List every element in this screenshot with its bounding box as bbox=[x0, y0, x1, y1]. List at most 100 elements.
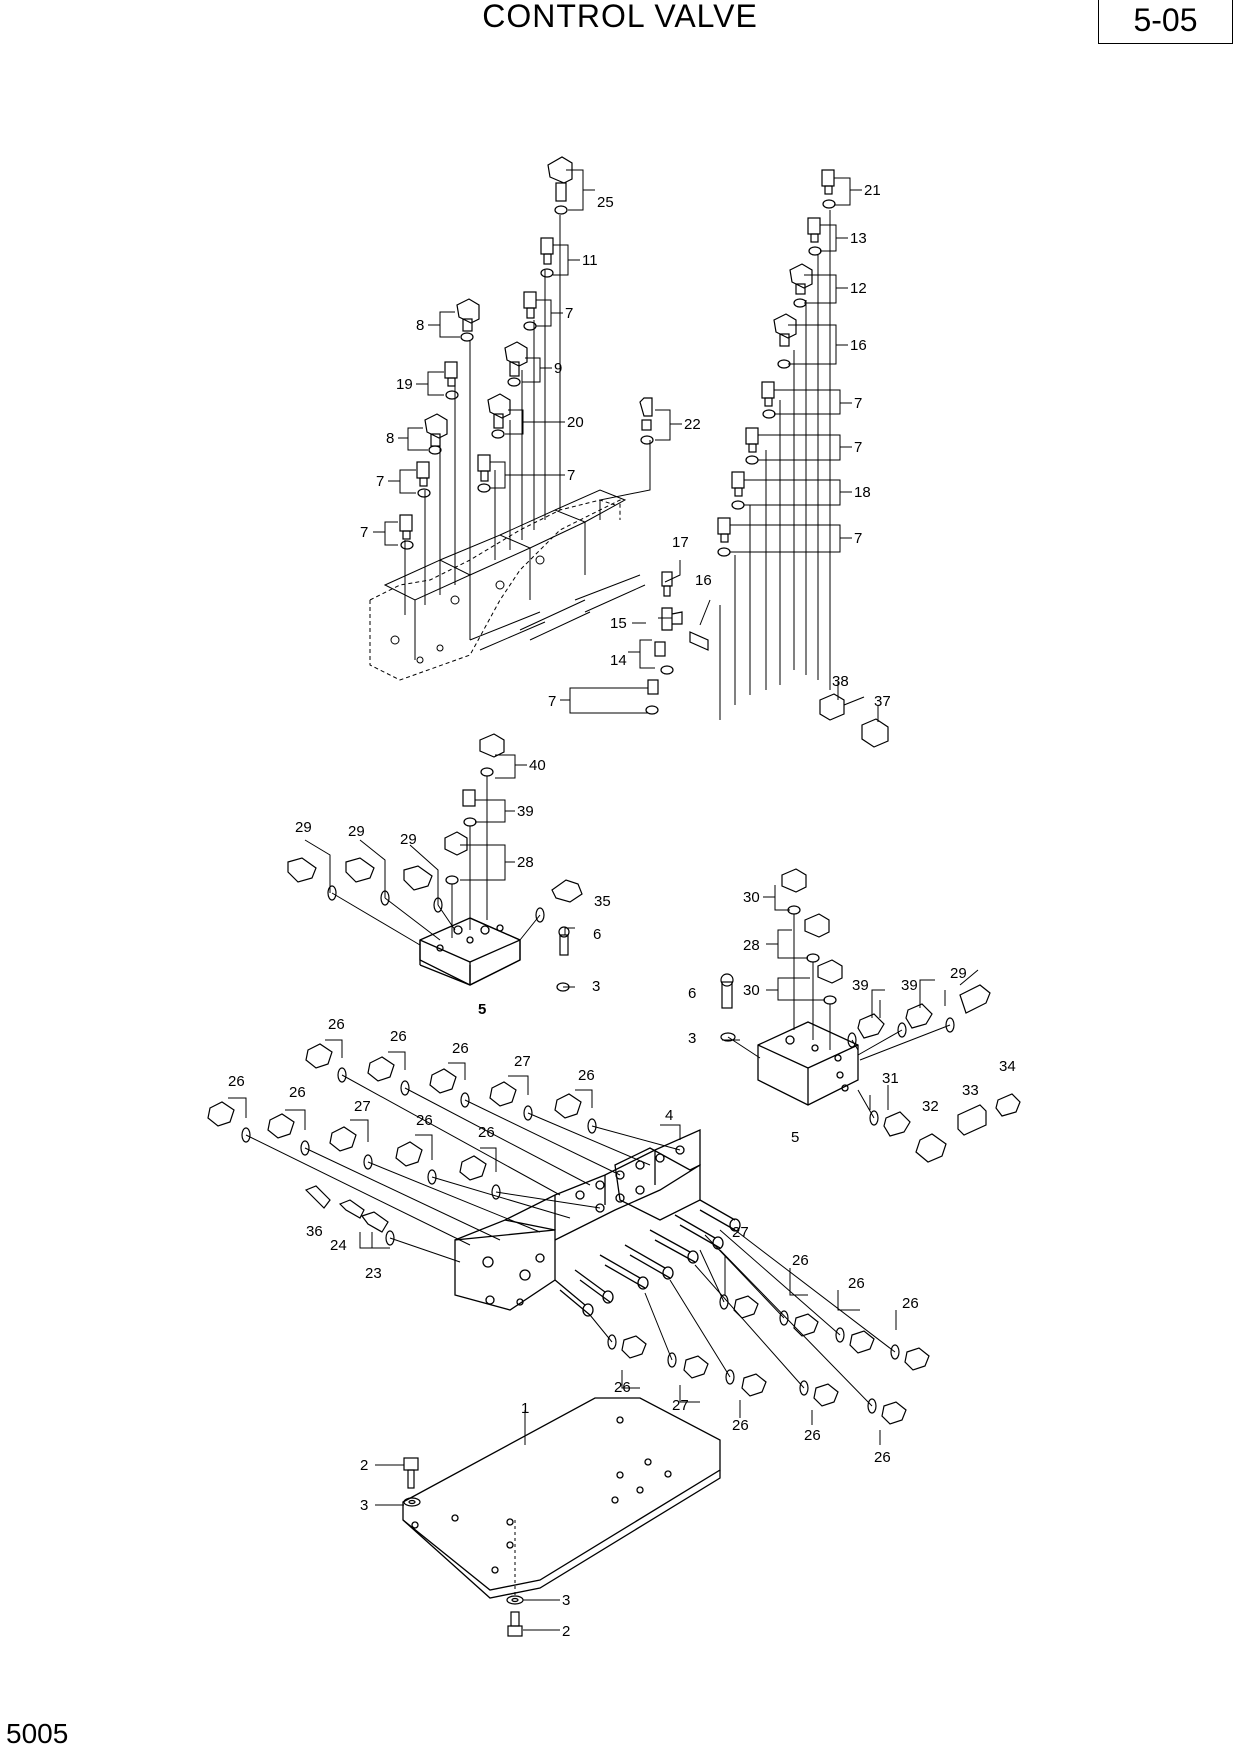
callout-label: 26 bbox=[478, 1124, 495, 1141]
page-number-box: 5-05 bbox=[1098, 0, 1233, 44]
valve-fittings-lower bbox=[607, 1294, 930, 1425]
block-b-fittings bbox=[720, 868, 1021, 1163]
fitting-group-top-right bbox=[717, 169, 836, 557]
page-title: CONTROL VALVE bbox=[482, 0, 758, 34]
callout-brackets-mid bbox=[560, 560, 879, 722]
callout-label: 39 bbox=[901, 977, 918, 994]
callout-label: 16 bbox=[695, 572, 712, 589]
base-plate bbox=[402, 1397, 721, 1599]
callout-label: 32 bbox=[922, 1098, 939, 1115]
callout-label: 6 bbox=[688, 985, 696, 1002]
callout-label: 7 bbox=[360, 524, 368, 541]
main-control-valve bbox=[454, 1128, 741, 1317]
callout-label: 36 bbox=[306, 1223, 323, 1240]
callout-label: 22 bbox=[684, 416, 701, 433]
callout-label: 28 bbox=[743, 937, 760, 954]
callout-label: 26 bbox=[328, 1016, 345, 1033]
callout-label: 39 bbox=[852, 977, 869, 994]
callout-label: 11 bbox=[582, 252, 598, 269]
callout-label: 20 bbox=[567, 414, 584, 431]
valve-fittings-upper bbox=[207, 1043, 597, 1246]
callout-label: 26 bbox=[732, 1417, 749, 1434]
callout-label: 15 bbox=[610, 615, 627, 632]
callout-label: 34 bbox=[999, 1058, 1016, 1075]
drawing-code: 5005 bbox=[6, 1718, 69, 1749]
block-b-leaders bbox=[722, 885, 979, 1119]
callout-label: 26 bbox=[792, 1252, 809, 1269]
callout-label: 31 bbox=[882, 1070, 899, 1087]
callout-label: 38 bbox=[832, 673, 849, 690]
callout-label: 12 bbox=[850, 280, 867, 297]
callout-label: 5 bbox=[791, 1129, 799, 1146]
callout-label: 7 bbox=[376, 473, 384, 490]
valve-leaders-upper bbox=[228, 1039, 681, 1263]
callout-label: 17 bbox=[672, 534, 689, 551]
callout-label: 26 bbox=[228, 1073, 245, 1090]
callout-label: 8 bbox=[416, 317, 424, 334]
callout-label: 9 bbox=[554, 360, 562, 377]
callout-label: 26 bbox=[289, 1084, 306, 1101]
callout-label: 21 bbox=[864, 182, 881, 199]
callout-label: 2 bbox=[360, 1457, 368, 1474]
manifold-block-b bbox=[757, 1021, 859, 1106]
callout-label: 7 bbox=[567, 467, 575, 484]
callout-label: 29 bbox=[400, 831, 417, 848]
callout-label: 29 bbox=[348, 823, 365, 840]
callout-label: 7 bbox=[854, 530, 862, 547]
callout-label: 24 bbox=[330, 1237, 347, 1254]
valve-leaders-lower bbox=[589, 1229, 897, 1445]
callout-label: 27 bbox=[732, 1224, 749, 1241]
callout-label: 27 bbox=[514, 1053, 531, 1070]
callout-label: 7 bbox=[565, 305, 573, 322]
callout-label: 26 bbox=[902, 1295, 919, 1312]
block-a-fittings bbox=[287, 733, 583, 992]
callout-label: 27 bbox=[672, 1397, 689, 1414]
callout-label: 2 bbox=[562, 1623, 570, 1640]
block-a-leaders bbox=[304, 754, 575, 988]
callout-label: 35 bbox=[594, 893, 611, 910]
top-right-leader-lines bbox=[719, 210, 831, 720]
callout-label: 1 bbox=[521, 1400, 529, 1417]
callout-label: 40 bbox=[529, 757, 546, 774]
callout-label: 26 bbox=[848, 1275, 865, 1292]
callout-label: 30 bbox=[743, 889, 760, 906]
fitting-group-top-left bbox=[399, 156, 654, 550]
callout-label: 26 bbox=[578, 1067, 595, 1084]
callout-label: 29 bbox=[950, 965, 967, 982]
callout-label: 7 bbox=[854, 395, 862, 412]
callout-label: 18 bbox=[854, 484, 871, 501]
fitting-group-mid bbox=[645, 571, 889, 748]
callout-label: 5 bbox=[478, 1001, 486, 1018]
callout-label: 29 bbox=[295, 819, 312, 836]
callout-label: 25 bbox=[597, 194, 614, 211]
plate-leaders bbox=[375, 1410, 560, 1631]
callout-label: 23 bbox=[365, 1265, 382, 1282]
callout-label: 8 bbox=[386, 430, 394, 447]
callout-label: 16 bbox=[850, 337, 867, 354]
callout-labels: 25 11 7 9 20 7 8 19 8 7 7 22 21 13 12 16… bbox=[228, 182, 1016, 1640]
callout-label: 3 bbox=[592, 978, 600, 995]
top-left-leader-lines bbox=[404, 215, 651, 615]
callout-label: 37 bbox=[874, 693, 891, 710]
callout-label: 26 bbox=[804, 1427, 821, 1444]
callout-label: 3 bbox=[562, 1592, 570, 1609]
callout-label: 6 bbox=[593, 926, 601, 943]
callout-label: 14 bbox=[610, 652, 627, 669]
callout-label: 13 bbox=[850, 230, 867, 247]
callout-brackets-top-right bbox=[730, 177, 862, 553]
callout-label: 26 bbox=[874, 1449, 891, 1466]
callout-label: 3 bbox=[360, 1497, 368, 1514]
callout-label: 26 bbox=[390, 1028, 407, 1045]
callout-label: 39 bbox=[517, 803, 534, 820]
callout-label: 28 bbox=[517, 854, 534, 871]
callout-brackets-top-left bbox=[373, 169, 682, 546]
callout-label: 4 bbox=[665, 1107, 673, 1124]
callout-label: 26 bbox=[452, 1040, 469, 1057]
callout-label: 26 bbox=[614, 1379, 631, 1396]
callout-label: 7 bbox=[854, 439, 862, 456]
callout-label: 19 bbox=[396, 376, 413, 393]
callout-label: 27 bbox=[354, 1098, 371, 1115]
plate-hardware bbox=[403, 1457, 524, 1637]
callout-label: 33 bbox=[962, 1082, 979, 1099]
